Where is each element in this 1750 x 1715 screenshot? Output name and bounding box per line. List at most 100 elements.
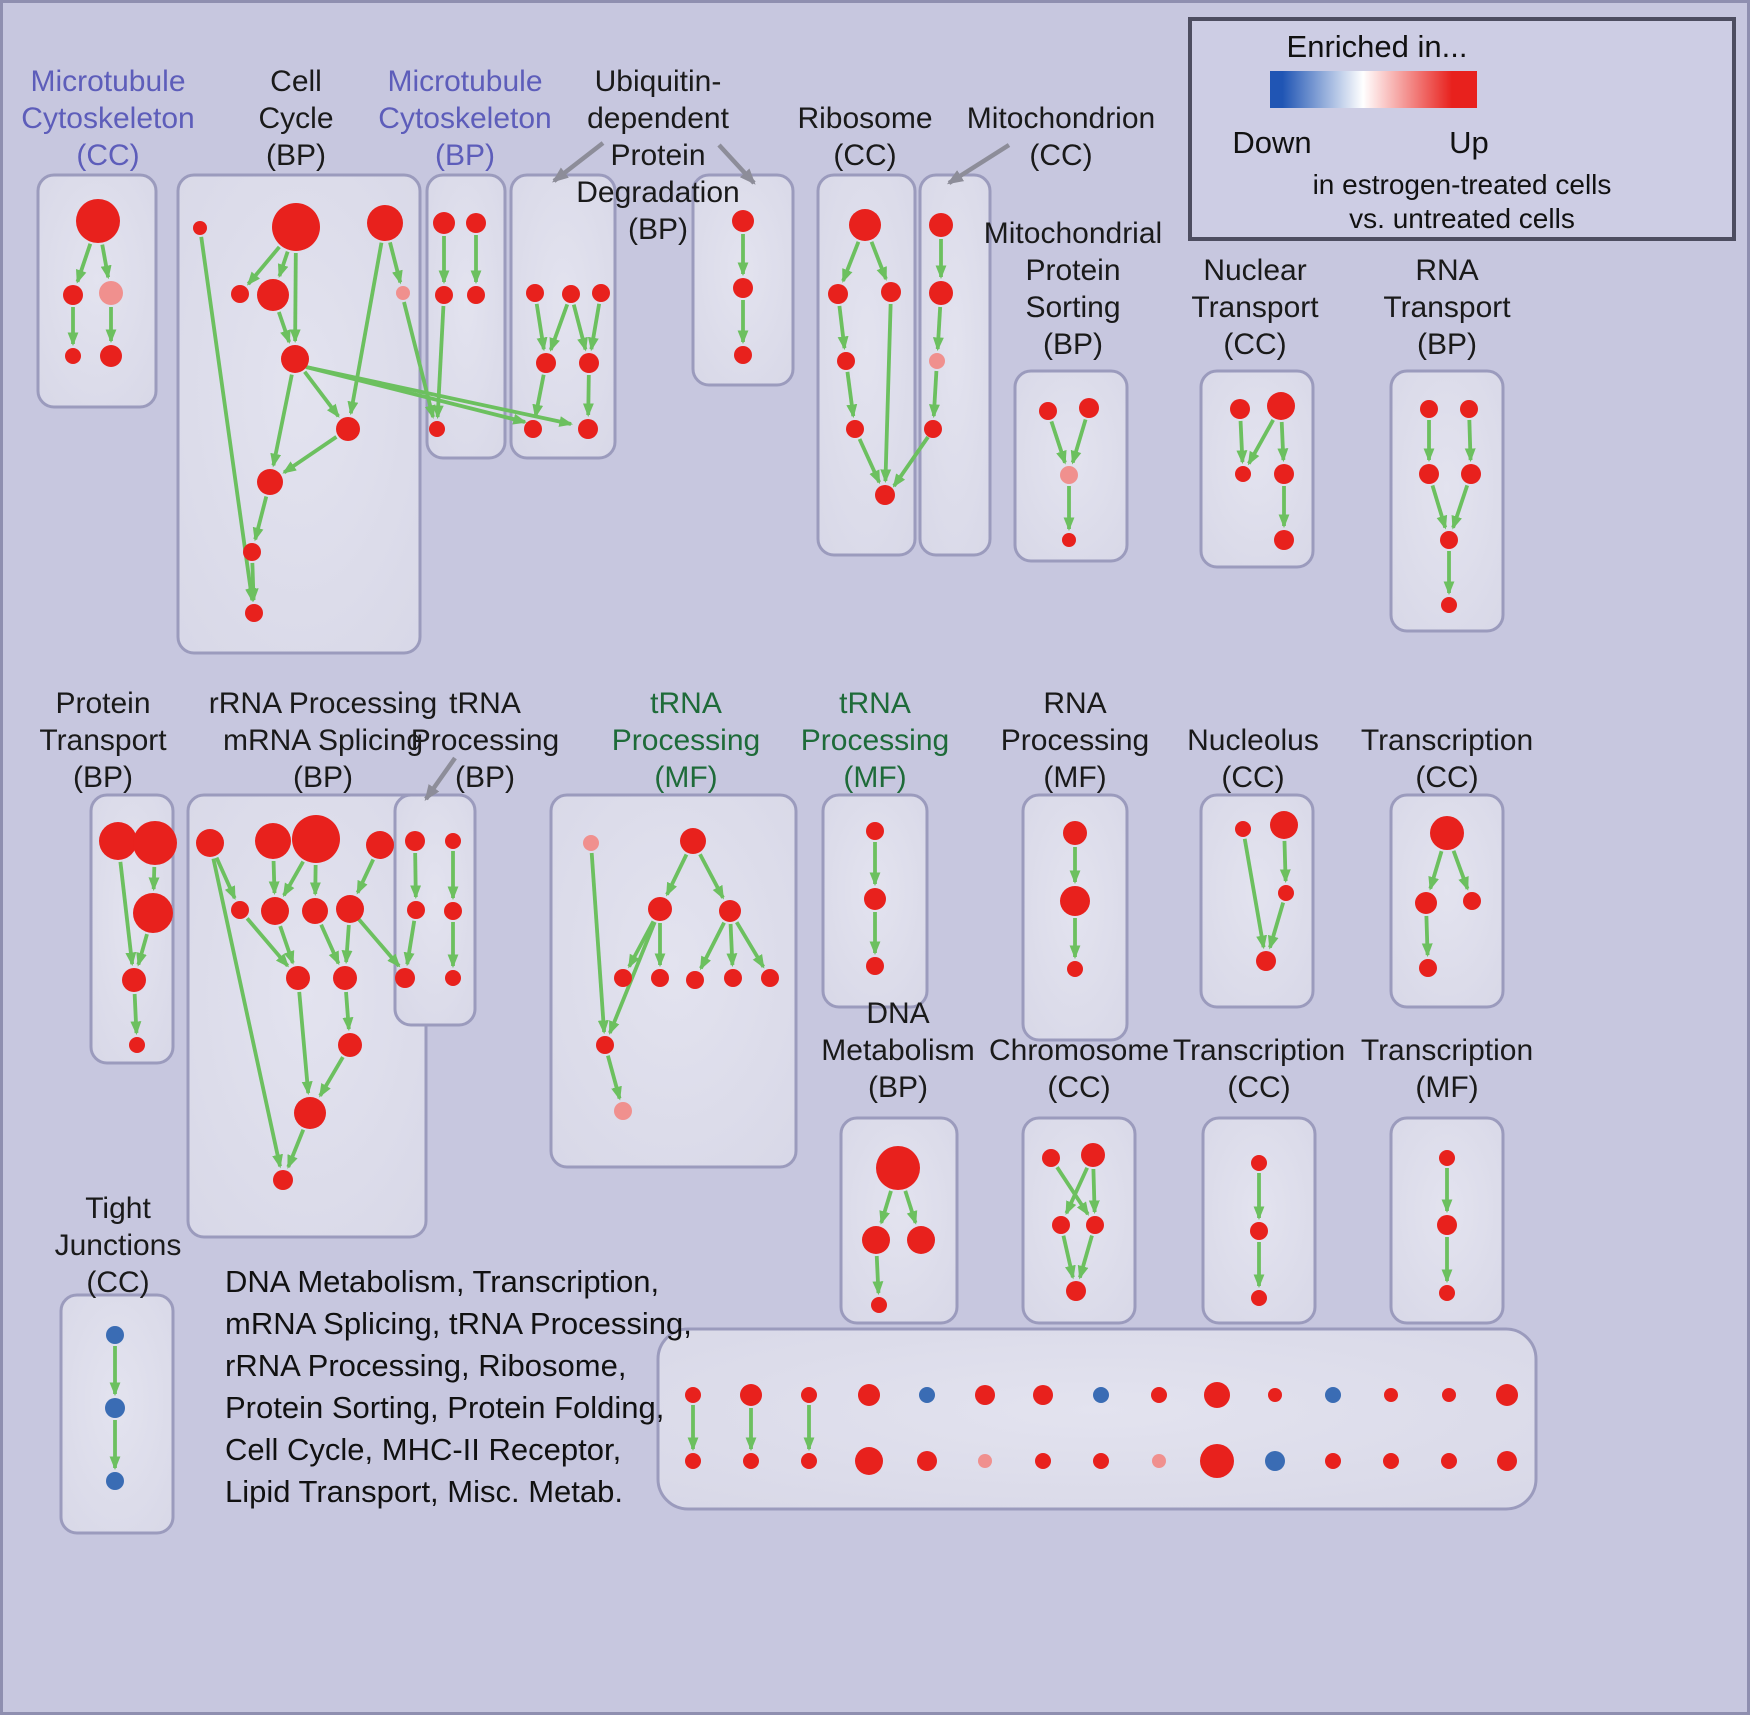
ribosome-cc-label: Ribosome(CC): [797, 102, 932, 172]
rrna-processing-mrna-splicing-bp-edge: [341, 924, 353, 965]
go-term-node: [866, 957, 884, 975]
go-term-node: [849, 209, 881, 241]
protein-transport-bp-edge: [118, 861, 137, 967]
protein-transport-bp-edge: [136, 933, 149, 967]
mitochondrion-cc-edge: [928, 370, 940, 419]
chromosome-cc-edge: [1055, 1166, 1090, 1216]
go-term-node: [1274, 530, 1294, 550]
go-term-node: [294, 1097, 326, 1129]
go-term-node: [245, 604, 263, 622]
go-term-node: [648, 897, 672, 921]
go-term-node: [740, 1384, 762, 1406]
label-pointer-arrow: [717, 143, 756, 185]
cross-cluster-edge: [305, 365, 574, 427]
go-term-node: [1270, 811, 1298, 839]
ribosome-cc-edge: [857, 438, 881, 485]
go-term-node: [466, 213, 486, 233]
go-term-node: [596, 1036, 614, 1054]
trna-processing-mf-large-edge: [726, 923, 738, 968]
go-term-node: [63, 285, 83, 305]
dna-metabolism-bp-box: [839, 1116, 959, 1325]
go-term-node: [743, 1453, 759, 1469]
microtubule-cytoskeleton-bp-box: [425, 173, 507, 460]
go-term-node: [129, 1037, 145, 1053]
chromosome-cc-edge: [1064, 1166, 1089, 1216]
go-term-node: [395, 968, 415, 988]
chromosome-cc-box: [1021, 1116, 1137, 1325]
go-term-node: [680, 828, 706, 854]
go-term-node: [433, 212, 455, 234]
ubiquitin-degradation-left-edge: [532, 374, 546, 419]
go-term-node: [907, 1226, 935, 1254]
go-term-node: [1439, 1150, 1455, 1166]
go-term-node: [435, 286, 453, 304]
go-term-node: [444, 902, 462, 920]
go-term-node: [1274, 464, 1294, 484]
rrna-processing-mrna-splicing-bp-edge: [297, 991, 313, 1096]
go-term-node: [261, 897, 289, 925]
go-term-node: [1441, 1453, 1457, 1469]
go-term-node: [1079, 398, 1099, 418]
protein-transport-bp-edge: [130, 993, 142, 1036]
rrna-processing-mrna-splicing-bp-edge: [282, 860, 305, 898]
go-term-node: [196, 829, 224, 857]
transcription-cc-upper-edge: [1428, 850, 1444, 891]
mitochondrial-protein-sorting-bp-edge: [1049, 420, 1067, 465]
go-term-node: [255, 823, 291, 859]
nuclear-transport-cc-box: [1199, 369, 1315, 569]
go-term-node: [871, 1297, 887, 1313]
go-term-node: [1442, 1388, 1456, 1402]
shared-terms-list: DNA Metabolism, Transcription, mRNA Spli…: [225, 1261, 695, 1513]
go-term-node: [1419, 464, 1439, 484]
rrna-processing-mrna-splicing-bp-box: [186, 793, 428, 1239]
go-term-node: [864, 888, 886, 910]
go-term-node: [924, 420, 942, 438]
go-term-node: [1439, 1285, 1455, 1301]
go-term-node: [231, 901, 249, 919]
legend-up-label: Up: [1449, 125, 1489, 160]
nucleolus-cc-label: Nucleolus(CC): [1187, 724, 1319, 794]
go-term-node: [1497, 1451, 1517, 1471]
cross-cluster-edge: [402, 301, 436, 419]
go-term-node: [281, 345, 309, 373]
trna-processing-mf-large-edge: [698, 853, 725, 900]
ribosome-cc-edge: [869, 241, 888, 281]
chromosome-cc-label: Chromosome(CC): [989, 1034, 1169, 1104]
go-term-node: [99, 281, 123, 305]
cell-cycle-bp-edge: [347, 242, 384, 416]
go-term-node: [881, 282, 901, 302]
go-term-node: [405, 831, 425, 851]
go-term-node: [862, 1226, 890, 1254]
go-term-node: [286, 966, 310, 990]
dna-metabolism-bp-edge: [879, 1190, 893, 1225]
transcription-cc-lower-label: Transcription(CC): [1173, 1034, 1345, 1104]
trna-processing-mf-large-edge: [627, 920, 656, 969]
ribosome-cc-edge: [845, 371, 858, 419]
rrna-processing-mrna-splicing-bp-edge: [268, 860, 280, 896]
go-term-node: [1200, 1444, 1234, 1478]
go-term-node: [975, 1385, 995, 1405]
legend-subtitle-line2: vs. untreated cells: [1349, 203, 1575, 234]
chromosome-cc-edge: [1061, 1235, 1076, 1280]
go-term-node: [1460, 400, 1478, 418]
cell-cycle-bp-edge: [277, 311, 291, 344]
go-term-node: [445, 970, 461, 986]
go-term-node: [76, 199, 120, 243]
go-term-node: [1093, 1453, 1109, 1469]
rna-transport-bp-edge: [1430, 484, 1448, 530]
go-term-node: [338, 1033, 362, 1057]
go-term-node: [336, 895, 364, 923]
go-term-node: [1035, 1453, 1051, 1469]
rrna-processing-mrna-splicing-bp-edge: [214, 856, 237, 901]
ribosome-cc-edge: [841, 241, 861, 283]
shared-terms-line: mRNA Splicing, tRNA Processing,: [225, 1306, 692, 1341]
go-term-node: [592, 284, 610, 302]
